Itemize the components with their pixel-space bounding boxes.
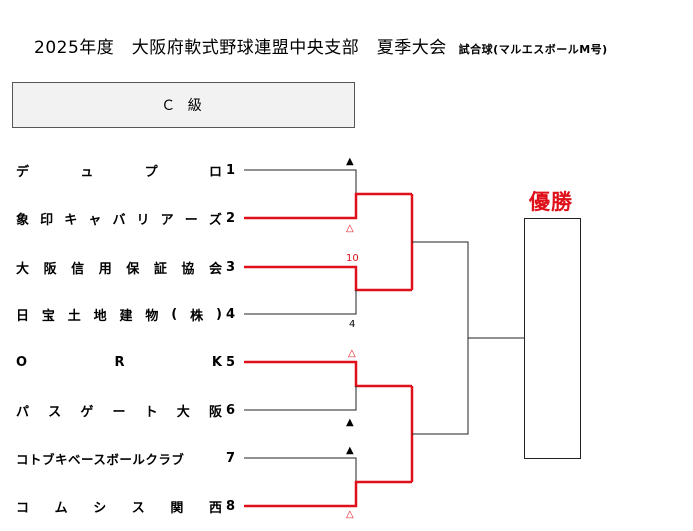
team-name-4: 日宝土地建物 ( 株) [16, 304, 222, 324]
game-ball-note: 試合球(マルエスボールM号) [458, 43, 608, 56]
result-mark-team-5: △ [348, 348, 356, 359]
team-name-char: 土 [67, 308, 81, 324]
division-label: Ｃ 級 [12, 82, 355, 128]
team-2-winning-line [244, 192, 412, 220]
team-name-char: デ [16, 164, 30, 180]
team-seed-6: 6 [226, 402, 236, 418]
team-8-winning-line [244, 480, 412, 508]
team-name-char: 用 [98, 261, 112, 277]
team-1-line [244, 169, 357, 194]
team-name-char: 阪 [43, 261, 57, 277]
team-name-char: プ [144, 164, 158, 180]
team-name-char: 建 [119, 308, 133, 324]
team-name-char: ) [215, 306, 222, 322]
score-team-3: 10 [346, 253, 359, 264]
team-name-char: K [211, 354, 222, 370]
team-name-char: 阪 [208, 404, 222, 420]
team-name-char: 信 [71, 261, 85, 277]
team-name-char: ズ [208, 212, 222, 228]
team-name-char: 協 [181, 261, 195, 277]
team-name-char: ー [112, 404, 126, 420]
result-mark-team-2: △ [346, 223, 354, 234]
team-name-2: 象印キャバリアーズ [16, 208, 222, 228]
result-mark-team-7: ▲ [346, 445, 354, 456]
result-mark-team-1: ▲ [346, 156, 354, 167]
team-name-char: 日 [16, 308, 30, 324]
team-name-char: 宝 [41, 308, 55, 324]
team-name-char: ュ [80, 164, 94, 180]
team-name-char: ス [131, 500, 145, 516]
team-name-char: 象 [16, 212, 30, 228]
team-name-char: 大 [176, 404, 190, 420]
team-name-char: R [114, 354, 125, 370]
champion-box [524, 218, 581, 459]
team-name-char: バ [112, 212, 126, 228]
tournament-title: 2025年度 大阪府軟式野球連盟中央支部 夏季大会 [34, 38, 447, 58]
result-mark-team-8: △ [346, 509, 354, 520]
champion-label: 優勝 [529, 189, 573, 214]
team-name-3: 大阪信用保証協会 [16, 257, 222, 277]
team-seed-5: 5 [226, 354, 236, 370]
team-name-char: ャ [88, 212, 102, 228]
team-7-line [244, 457, 357, 482]
team-name-1: デュプロ [16, 160, 222, 180]
match-2-lines [244, 265, 412, 315]
team-name-char: リ [136, 212, 150, 228]
team-name-char: O [16, 354, 28, 370]
team-name-char: 関 [170, 500, 184, 516]
team-6-line [244, 386, 357, 411]
team-name-7: コトブキベースボールクラブ [16, 451, 185, 467]
semifinal-2-line [412, 338, 469, 435]
team-name-char: 大 [16, 261, 30, 277]
team-4-line [244, 290, 357, 315]
team-name-char: 株 [190, 308, 204, 324]
match-4-lines [244, 457, 412, 508]
match-3-lines [244, 360, 412, 411]
team-name-6: パスゲート大阪 [16, 400, 222, 420]
team-seed-2: 2 [226, 210, 236, 226]
team-name-char: 保 [126, 261, 140, 277]
team-name-char: ロ [208, 164, 222, 180]
team-name-char: ー [184, 212, 198, 228]
team-name-char: パ [16, 404, 30, 420]
team-name-char: 証 [153, 261, 167, 277]
team-name-char: キ [64, 212, 78, 228]
match-1-lines [244, 169, 412, 220]
score-team-4: 4 [349, 319, 356, 330]
team-5-winning-line [244, 360, 412, 388]
team-seed-3: 3 [226, 259, 236, 275]
team-name-char: 西 [208, 500, 222, 516]
team-seed-1: 1 [226, 162, 236, 178]
team-name-char: ア [160, 212, 174, 228]
team-name-char: 地 [93, 308, 107, 324]
team-name-char: ス [48, 404, 62, 420]
team-name-char: ト [144, 404, 158, 420]
result-mark-team-6: ▲ [346, 417, 354, 428]
team-name-8: コムシス関西 [16, 496, 222, 516]
team-name-char: ( [171, 306, 178, 322]
semifinal-1-line [412, 241, 469, 338]
team-name-char: 印 [40, 212, 54, 228]
team-name-char: コ [16, 500, 30, 516]
team-name-char: ム [54, 500, 68, 516]
team-name-char: 会 [208, 261, 222, 277]
team-seed-7: 7 [226, 450, 236, 466]
team-seed-8: 8 [226, 498, 236, 514]
team-name-char: 物 [145, 308, 159, 324]
team-3-winning-line [244, 265, 412, 292]
team-name-char: シ [93, 500, 107, 516]
team-seed-4: 4 [226, 306, 236, 322]
page-title: 2025年度 大阪府軟式野球連盟中央支部 夏季大会 試合球(マルエスボールM号) [34, 33, 608, 58]
team-name-char: ゲ [80, 404, 94, 420]
